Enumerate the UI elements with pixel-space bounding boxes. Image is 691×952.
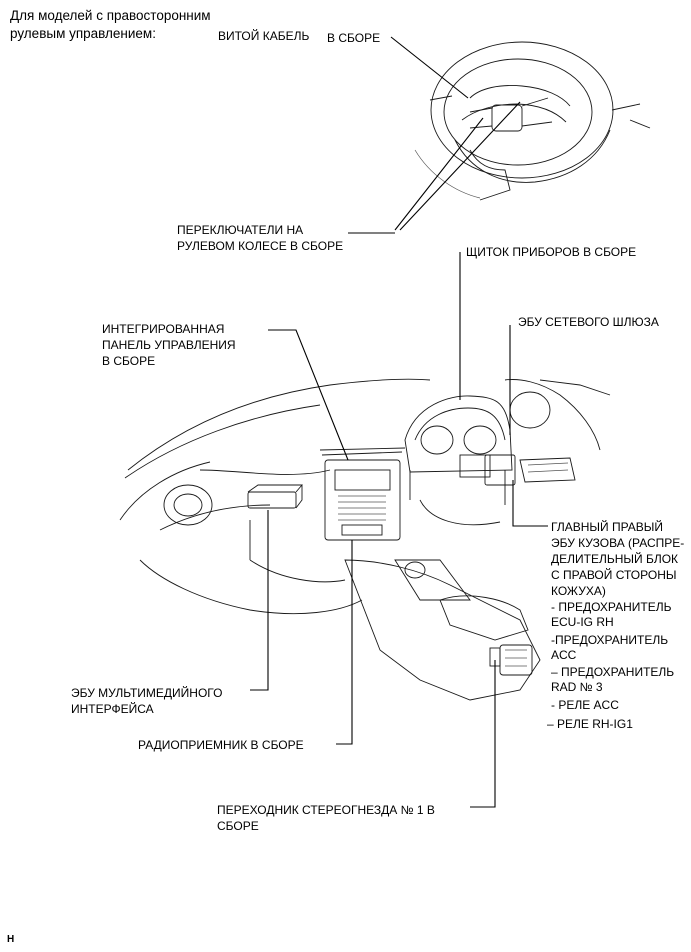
label-wheel-switch-2: РУЛЕВОМ КОЛЕСЕ В СБОРЕ — [177, 239, 344, 253]
figure-code: H — [7, 934, 15, 945]
label-gateway-ecu: ЭБУ СЕТЕВОГО ШЛЮЗА — [518, 315, 659, 329]
label-fuse-acc-2: ACC — [551, 648, 577, 662]
label-body-ecu-4: С ПРАВОЙ СТОРОНЫ — [551, 568, 677, 582]
label-fuse-ecu-ig-2: ECU-IG RH — [551, 615, 614, 629]
label-multimedia-ecu-1: ЭБУ МУЛЬТИМЕДИЙНОГО — [71, 686, 223, 700]
steering-wheel-drawing — [414, 41, 651, 201]
label-spiral-cable-assy: В СБОРЕ — [327, 31, 381, 45]
dashboard-drawing — [119, 378, 611, 701]
label-multimedia-ecu-2: ИНТЕРФЕЙСА — [71, 702, 154, 716]
label-stereo-jack-2: СБОРЕ — [217, 819, 259, 833]
label-stereo-jack-1: ПЕРЕХОДНИК СТЕРЕОГНЕЗДА № 1 В — [217, 803, 435, 817]
header-line-2: рулевым управлением: — [10, 26, 156, 41]
label-relay-rh-ig1: – РЕЛЕ RH-IG1 — [547, 717, 633, 731]
label-meter: ЩИТОК ПРИБОРОВ В СБОРЕ — [466, 245, 637, 259]
label-body-ecu-2: ЭБУ КУЗОВА (РАСПРЕ- — [551, 536, 685, 550]
label-relay-acc: - РЕЛЕ ACC — [551, 698, 619, 712]
label-wheel-switch-1: ПЕРЕКЛЮЧАТЕЛИ НА — [177, 223, 304, 237]
header-line-1: Для моделей с правосторонним — [10, 8, 211, 23]
label-panel-2: ПАНЕЛЬ УПРАВЛЕНИЯ — [102, 338, 236, 352]
label-radio-receiver: РАДИОПРИЕМНИК В СБОРЕ — [138, 738, 304, 752]
label-panel-1: ИНТЕГРИРОВАННАЯ — [102, 322, 225, 336]
label-fuse-rad-2: RAD № 3 — [551, 680, 603, 694]
label-panel-3: В СБОРЕ — [102, 354, 156, 368]
label-body-ecu-1: ГЛАВНЫЙ ПРАВЫЙ — [551, 520, 664, 534]
label-fuse-ecu-ig-1: - ПРЕДОХРАНИТЕЛЬ — [551, 600, 672, 614]
label-body-ecu-3: ДЕЛИТЕЛЬНЫЙ БЛОК — [551, 552, 679, 566]
label-spiral-cable: ВИТОЙ КАБЕЛЬ — [218, 29, 310, 43]
label-fuse-rad-1: – ПРЕДОХРАНИТЕЛЬ — [551, 665, 675, 679]
label-body-ecu-5: КОЖУХА) — [551, 584, 606, 598]
label-fuse-acc-1: -ПРЕДОХРАНИТЕЛЬ — [551, 633, 669, 647]
leader-lines — [250, 36, 548, 808]
